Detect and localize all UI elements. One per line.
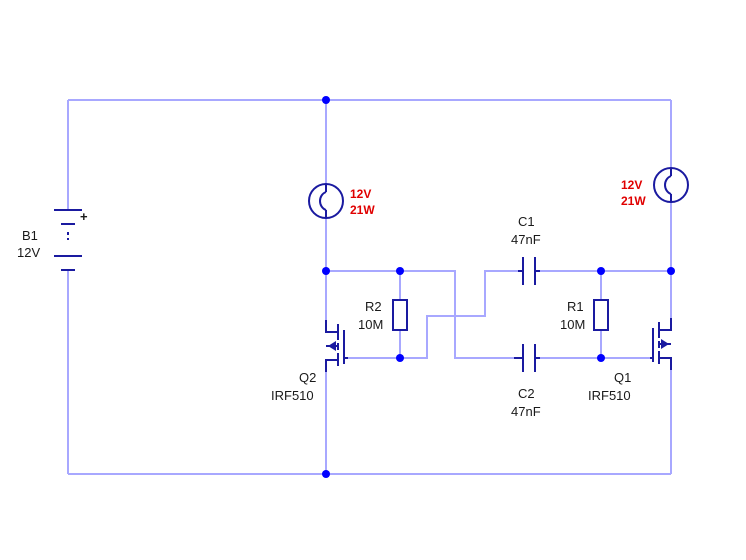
r1-value: 10M bbox=[560, 317, 585, 332]
r2-ref: R2 bbox=[365, 299, 382, 314]
lamp-left-power: 21W bbox=[350, 203, 375, 217]
mosfet-q1: Q1 IRF510 bbox=[588, 318, 672, 403]
junction-q2-drain bbox=[322, 267, 330, 275]
c1-value: 47nF bbox=[511, 232, 541, 247]
junction-top-left bbox=[322, 96, 330, 104]
junctions bbox=[322, 96, 675, 478]
wire-q2drain-to-c2 bbox=[326, 270, 514, 359]
r1-ref: R1 bbox=[567, 299, 584, 314]
q1-drain bbox=[659, 318, 672, 331]
lamp-right-power: 21W bbox=[621, 194, 646, 208]
junction-r2-bottom bbox=[396, 354, 404, 362]
lamp-left: 12V 21W bbox=[308, 183, 375, 219]
lamp-right-filament bbox=[664, 175, 672, 195]
q2-drain bbox=[325, 320, 338, 333]
junction-r2-top bbox=[396, 267, 404, 275]
q2-arrow bbox=[328, 341, 336, 351]
capacitor-c1: C1 47nF bbox=[511, 214, 541, 285]
c1-ref: C1 bbox=[518, 214, 535, 229]
mosfet-q2: Q2 IRF510 bbox=[271, 320, 348, 403]
q1-part: IRF510 bbox=[588, 388, 631, 403]
r2-body bbox=[392, 299, 408, 331]
r2-value: 10M bbox=[358, 317, 383, 332]
wires bbox=[67, 99, 672, 475]
lamp-left-filament bbox=[319, 191, 327, 211]
r1-body bbox=[593, 299, 609, 331]
lamp-left-voltage: 12V bbox=[350, 187, 371, 201]
q1-source bbox=[659, 357, 672, 370]
resistor-r2: R2 10M bbox=[358, 299, 408, 332]
junction-bottom-left bbox=[322, 470, 330, 478]
q1-arrow bbox=[661, 339, 669, 349]
junction-r1-top bbox=[597, 267, 605, 275]
lamp-right-voltage: 12V bbox=[621, 178, 642, 192]
battery-b1: + B1 12V bbox=[17, 209, 88, 271]
q2-source bbox=[325, 359, 338, 372]
capacitor-c2: C2 47nF bbox=[511, 344, 541, 419]
lamp-right: 12V 21W bbox=[621, 167, 689, 208]
q1-ref: Q1 bbox=[614, 370, 631, 385]
q2-ref: Q2 bbox=[299, 370, 316, 385]
battery-polarity: + bbox=[80, 209, 88, 224]
junction-r1-bottom bbox=[597, 354, 605, 362]
q2-part: IRF510 bbox=[271, 388, 314, 403]
battery-ref: B1 bbox=[22, 228, 38, 243]
wire-q2gate-to-c1 bbox=[346, 270, 518, 359]
c2-ref: C2 bbox=[518, 386, 535, 401]
c2-value: 47nF bbox=[511, 404, 541, 419]
battery-value: 12V bbox=[17, 245, 40, 260]
resistor-r1: R1 10M bbox=[560, 299, 609, 332]
junction-q1-drain bbox=[667, 267, 675, 275]
